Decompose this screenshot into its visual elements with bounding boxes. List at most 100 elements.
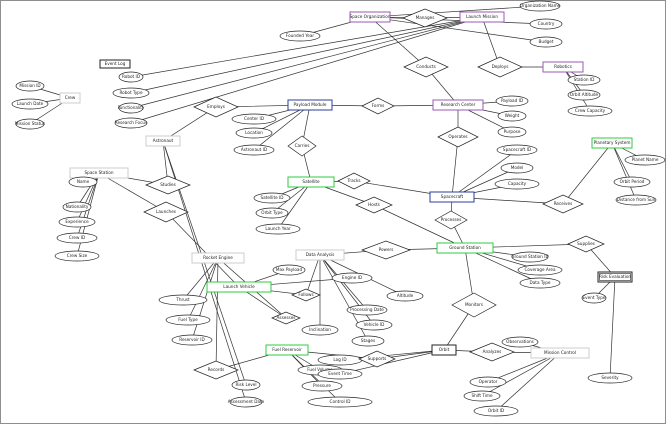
entity-label: Space Organization [350, 14, 391, 19]
relationship-0[interactable]: Manages [402, 8, 448, 28]
entity-payload[interactable]: Payload Module [287, 99, 333, 111]
relationship-1[interactable]: Conducts [403, 56, 449, 78]
entity-box [431, 344, 457, 356]
relationship-label: Manages [416, 15, 435, 20]
relationship-4[interactable]: Forms [361, 97, 395, 115]
relationship-label: Hosts [368, 202, 380, 207]
relationship-20[interactable]: Analyzes [469, 342, 515, 362]
entity-label: Risk Evaluation [599, 274, 631, 279]
relationship-10[interactable]: Receives [542, 194, 584, 214]
entity-launch_vehicle[interactable]: Launch Vehicle [206, 281, 272, 293]
attribute-15: Nationality [62, 201, 92, 213]
relationship-15[interactable]: Monitors [451, 292, 497, 318]
attribute-label: Severity [601, 375, 619, 380]
relationship-diamond [451, 292, 497, 318]
attribute-ellipse [501, 336, 539, 348]
attribute-ellipse [58, 216, 96, 228]
relationship-17[interactable]: Assesses [271, 311, 301, 325]
relationship-label: Studies [160, 182, 176, 187]
entity-research_center[interactable]: Research Center [432, 99, 484, 111]
attribute-57: Event Type [581, 292, 607, 304]
attribute-4: Mission ID [15, 80, 45, 92]
attribute-54: Assessment Date [228, 396, 265, 408]
attribute-30: Launch Year [255, 223, 301, 235]
relationship-7[interactable]: Studies [145, 175, 191, 195]
entity-ground_station[interactable]: Ground Station [436, 242, 494, 254]
entity-label: Payload Module [294, 102, 327, 107]
relationship-diamond [337, 172, 371, 190]
entity-label: Launch Vehicle [223, 284, 255, 289]
entity-spacecraft[interactable]: Spacecraft [429, 191, 475, 203]
entity-space_station[interactable]: Space Station [69, 167, 129, 179]
entity-box [265, 344, 309, 356]
attribute-connector [187, 257, 219, 321]
attribute-connector [130, 16, 483, 109]
entity-data_analysis[interactable]: Data Analysis [295, 249, 345, 261]
attribute-label: Center ID [244, 116, 264, 121]
attribute-label: Astronaut ID [241, 147, 267, 152]
entity-crew[interactable]: Crew [59, 92, 81, 104]
relationship-2[interactable]: Deploys [477, 56, 523, 78]
entity-label: Astronaut [153, 138, 174, 143]
attribute-36: Data Type [519, 277, 561, 289]
entity-mission_control[interactable]: Mission Control [530, 347, 590, 359]
relationship-8[interactable]: Tracks [337, 172, 371, 190]
entity-astronaut[interactable]: Astronaut [145, 135, 181, 147]
attribute-label: Inclination [309, 327, 331, 332]
relationship-6[interactable]: Operates [437, 126, 479, 148]
attribute-6: Mission Status [15, 118, 45, 130]
attribute-connector [611, 142, 637, 201]
attribute-label: Spacecraft ID [503, 147, 531, 152]
attribute-0: Organization Name [519, 0, 561, 12]
attribute-ellipse [301, 380, 343, 392]
entity-box [459, 11, 505, 23]
attribute-ellipse [500, 162, 534, 174]
attribute-ellipse [567, 105, 613, 117]
attribute-label: Location [245, 130, 263, 135]
attribute-29: Orbit Type [255, 207, 289, 219]
attribute-11: Center ID [231, 113, 277, 125]
entity-label: Mission Control [544, 350, 576, 355]
entity-risk_evaluation[interactable]: Risk Evaluation [597, 271, 633, 283]
relationship-11[interactable]: Processes [434, 210, 468, 230]
attribute-label: Organization Name [520, 3, 561, 8]
entity-rocket_engine[interactable]: Rocket Engine [191, 252, 245, 264]
relationship-18[interactable]: Records [193, 360, 239, 380]
attribute-9: Functionality [118, 102, 145, 114]
attribute-13: Astronaut ID [233, 144, 275, 156]
entity-fuel_reservoir[interactable]: Fuel Reservoir [265, 344, 309, 356]
relationship-label: Assesses [277, 315, 296, 320]
entity-space_org[interactable]: Space Organization [349, 11, 391, 23]
attribute-46: Pressure [301, 380, 343, 392]
attribute-label: Robot ID [122, 74, 140, 79]
attribute-18: Crew Size [54, 250, 100, 262]
entity-launch_mission[interactable]: Launch Mission [459, 11, 505, 23]
relationship-3[interactable]: Employs [193, 96, 239, 118]
attribute-label: Launch Year [265, 226, 291, 231]
entity-robotics[interactable]: Robotics [542, 61, 584, 73]
relationship-16[interactable]: Follows [291, 288, 321, 302]
entity-box [99, 59, 131, 69]
attribute-8: Robot Type [112, 87, 150, 99]
entity-box [429, 191, 475, 203]
attribute-label: Satellite ID [261, 195, 284, 200]
relationship-19[interactable]: Supports [358, 350, 396, 368]
attribute-label: Mission Status [15, 121, 45, 126]
entity-satellite[interactable]: Satellite [287, 176, 335, 188]
entity-orbit[interactable]: Orbit [431, 344, 457, 356]
entity-event_log[interactable]: Event Log [99, 59, 131, 69]
attribute-42: Thrust [158, 294, 208, 306]
entity-planet_system[interactable]: Planetary System [591, 137, 633, 149]
relationship-5[interactable]: Carries [287, 135, 317, 157]
relationship-12[interactable]: Launches [143, 201, 189, 223]
entity-box [591, 137, 633, 149]
attribute-10: Research Focus [114, 117, 148, 129]
relationship-14[interactable]: Supplies [567, 235, 605, 253]
relationship-label: Launches [156, 209, 176, 214]
relationship-9[interactable]: Hosts [355, 196, 393, 214]
relationship-13[interactable]: Powers [361, 240, 411, 260]
attribute-41: Engine ID [331, 272, 373, 284]
relationship-label: Supplies [577, 241, 595, 246]
attribute-label: Functionality [118, 105, 145, 110]
entity-label: Spacecraft [441, 194, 464, 199]
